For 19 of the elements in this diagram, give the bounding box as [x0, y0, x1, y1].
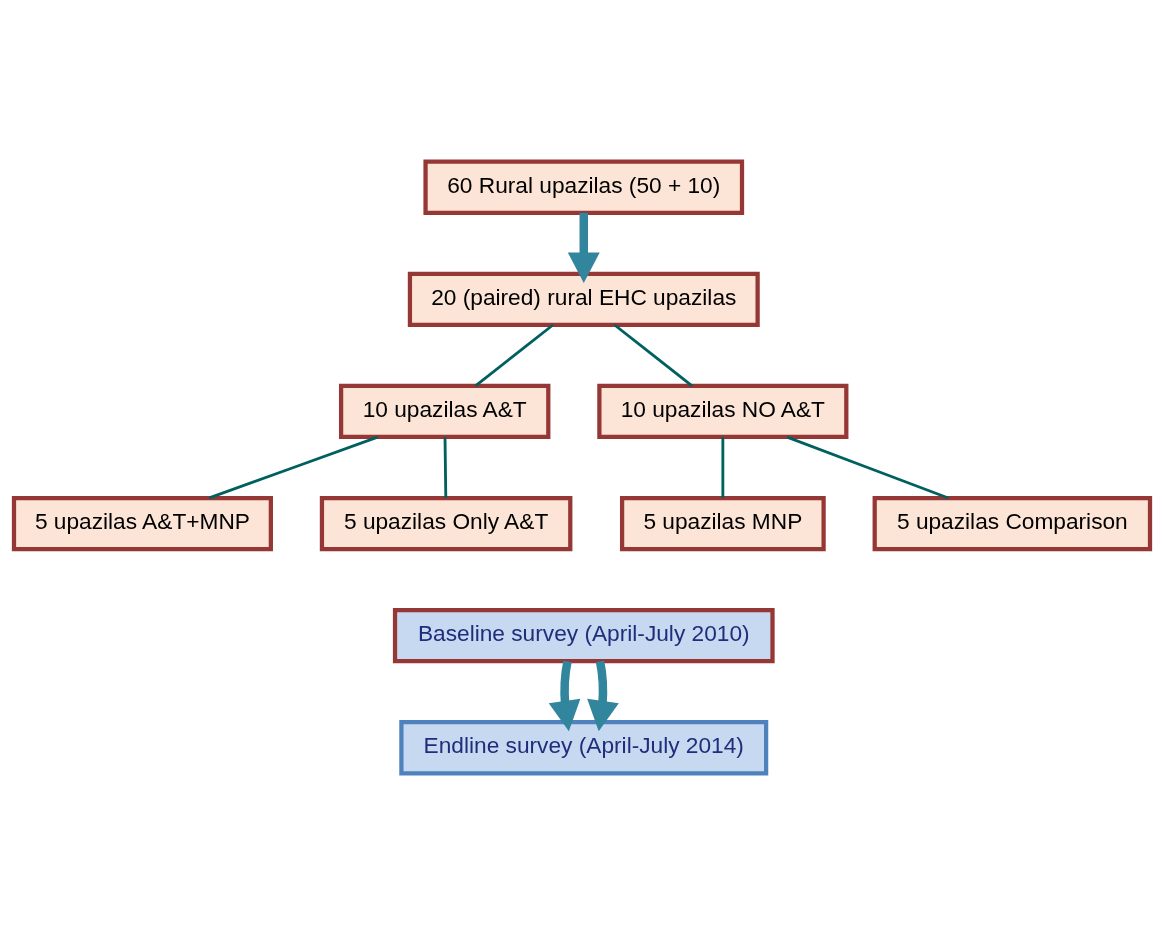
connector: [443, 437, 448, 498]
connector: [786, 435, 949, 500]
connector: [208, 435, 379, 500]
node-box: 20 (paired) rural EHC upazilas: [407, 271, 760, 327]
connector: [721, 437, 725, 498]
connector: [474, 323, 554, 387]
node-box: 5 upazilas Only A&T: [319, 495, 573, 552]
node-box: 5 upazilas A&T+MNP: [11, 495, 273, 552]
node-box: Endline survey (April-July 2014): [399, 720, 769, 776]
node-box: 60 Rural upazilas (50 + 10): [423, 159, 745, 215]
node-box: 5 upazilas MNP: [619, 495, 826, 552]
node-box: 10 upazilas NO A&T: [597, 383, 849, 440]
node-box: 10 upazilas A&T: [338, 383, 551, 440]
connector: [613, 323, 693, 387]
arrow: [587, 660, 619, 732]
node-box: 5 upazilas Comparison: [872, 495, 1153, 552]
arrow: [567, 212, 600, 283]
arrow: [548, 660, 581, 732]
node-box: Baseline survey (April-July 2010): [392, 608, 775, 664]
